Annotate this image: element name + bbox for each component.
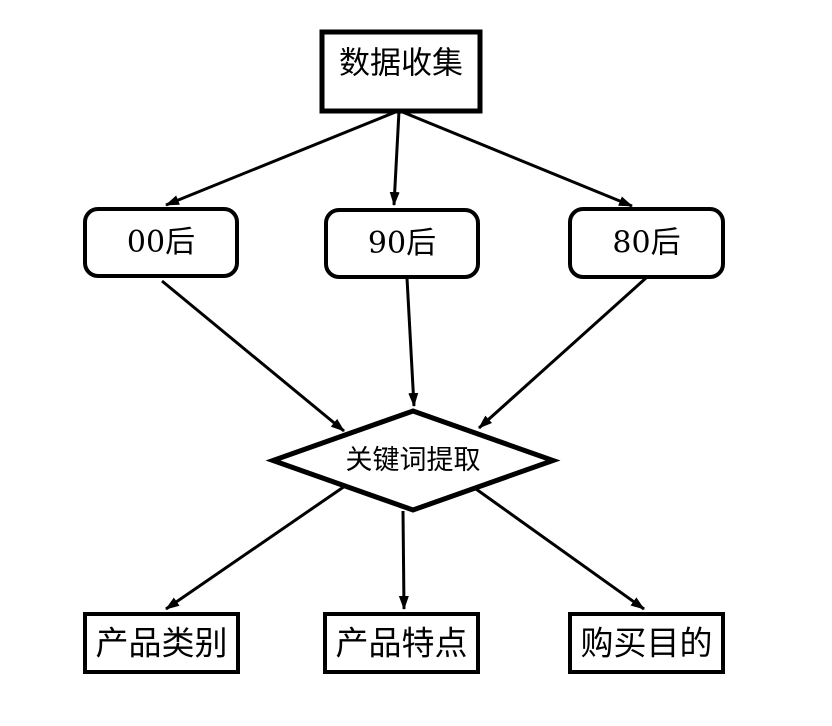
edge-data-collection-to-gen-80s	[399, 109, 633, 208]
node-gen-80s	[568, 207, 725, 279]
edge-keyword-extraction-to-product-category	[165, 484, 346, 611]
node-product-category	[83, 612, 240, 674]
node-gen-90s	[324, 208, 480, 279]
edge-gen-80s-to-keyword-extraction	[477, 276, 648, 430]
edge-layer	[161, 109, 648, 611]
edge-gen-90s-to-keyword-extraction	[405, 277, 419, 407]
node-label-purchase-purpose: 购买目的	[581, 624, 713, 663]
node-keyword-extraction	[265, 408, 561, 513]
node-label-data-collection: 数据收集	[339, 46, 463, 82]
node-label-gen-90s: 90后	[368, 226, 436, 261]
node-product-features	[323, 612, 480, 674]
edge-data-collection-to-gen-90s	[389, 110, 401, 206]
node-data-collection	[319, 29, 483, 114]
node-purchase-purpose	[568, 612, 725, 674]
node-label-product-features: 产品特点	[336, 624, 468, 663]
node-label-product-category: 产品类别	[96, 624, 228, 663]
node-gen-00s	[83, 207, 239, 278]
node-label-keyword-extraction: 关键词提取	[346, 445, 481, 476]
node-label-gen-80s: 80后	[612, 226, 680, 261]
node-label-gen-00s: 00后	[127, 225, 195, 260]
edge-keyword-extraction-to-product-features	[398, 510, 409, 610]
edge-keyword-extraction-to-purchase-purpose	[475, 487, 645, 611]
edge-gen-00s-to-keyword-extraction	[161, 279, 345, 433]
edge-data-collection-to-gen-00s	[165, 109, 399, 207]
